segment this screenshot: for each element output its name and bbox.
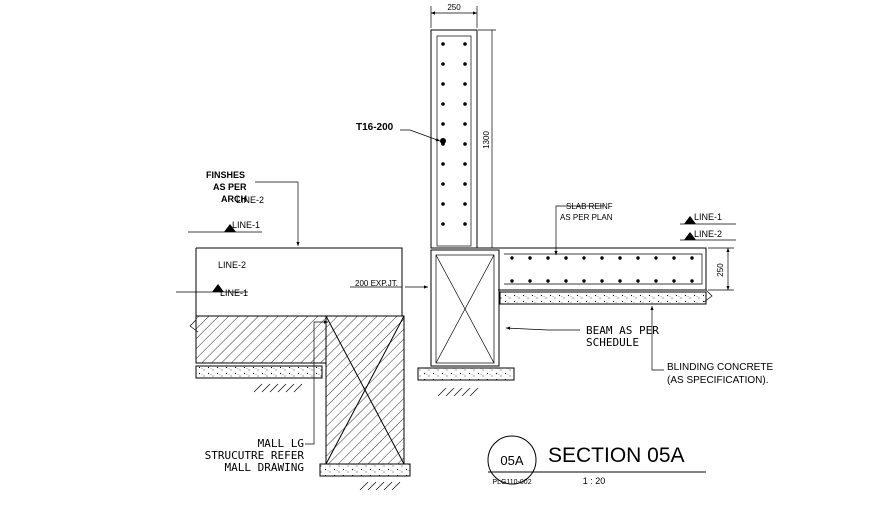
rebar-dot [441,182,445,186]
rebar-dot [600,256,604,260]
mall-line-3: MALL DRAWING [225,461,304,474]
section-title: SECTION 05A [548,444,685,467]
rebar-dot [463,122,467,126]
rebar-dot [546,279,550,283]
slab-reinf-line-2: AS PER PLAN [560,213,613,222]
level-markers [176,216,736,293]
finishes-line-3: ARCH [221,194,247,204]
sheet-number: PLG110-002 [492,479,531,486]
rebar-dot [618,279,622,283]
rebar-dot [672,279,676,283]
annotation-finishes: FINSHES AS PER ARCH LINE-2 [206,170,264,205]
label-line1-left-top: LINE-1 [232,220,260,230]
rebar-dot [463,42,467,46]
title-block: 05A PLG110-002 SECTION 05A 1 : 20 [487,435,706,486]
slab-rebar-dots [510,256,694,283]
rebar-dot [440,138,446,144]
label-line1-right: LINE-1 [694,212,722,222]
rebar-dot [463,222,467,226]
beam [417,249,515,397]
rebar-dot [618,256,622,260]
rebar-dot [510,279,514,283]
rebar-dot [582,256,586,260]
mall-structure [195,315,411,491]
wall-rebar-dots [440,42,467,226]
section-tag: 05A [500,453,523,468]
rebar-dot [690,279,694,283]
mall-line-2: STRUCUTRE REFER [205,449,305,462]
rebar-dot [510,256,514,260]
dim-wall-height-label: 1300 [482,131,491,149]
dim-slab-thickness: 250 [708,247,734,291]
retaining-wall [430,29,498,249]
rebar-dot [528,279,532,283]
finishes-line-2: AS PER [213,182,247,192]
rebar-dot [441,162,445,166]
mall-line-1: MALL LG [258,437,304,450]
dim-wall-width-label: 250 [447,3,461,12]
rebar-dot [441,222,445,226]
rebar-dot [441,82,445,86]
finishes-line-1: FINSHES [206,170,245,180]
rebar-dot [636,279,640,283]
label-exp-jt: 200 EXP.JT. [355,279,398,288]
rebar-dot [654,256,658,260]
rebar-dot [441,42,445,46]
label-line2-left: LINE-2 [218,260,246,270]
rebar-dot [441,122,445,126]
dim-slab-thickness-label: 250 [716,263,725,277]
slab-reinf-line-1: SLAB REINF [566,202,613,211]
rebar-dot [672,256,676,260]
label-line1-left-bottom: LINE-1 [220,288,248,298]
rebar-dot [654,279,658,283]
left-slab [189,247,403,333]
rebar-dot [546,256,550,260]
dim-wall-width: 250 [430,3,478,28]
rebar-dot [690,256,694,260]
rebar-dot [441,102,445,106]
beam-line-2: SCHEDULE [586,336,639,349]
rebar-dot [463,102,467,106]
rebar-dot [564,279,568,283]
dim-wall-height: 1300 [478,29,496,248]
blinding-line-1: BLINDING CONCRETE [667,362,773,373]
beam-line-1: BEAM AS PER [586,324,659,337]
rebar-dot [463,142,467,146]
rebar-dot [463,62,467,66]
rebar-dot [463,162,467,166]
leaders [255,129,664,445]
rebar-dot [441,202,445,206]
rebar-dot [636,256,640,260]
rebar-dot [463,182,467,186]
rebar-dot [600,279,604,283]
label-t16: T16-200 [356,122,394,133]
scale-label: 1 : 20 [583,476,606,486]
rebar-dot [564,256,568,260]
new-slab [498,247,713,305]
rebar-dot [463,82,467,86]
label-line2-right: LINE-2 [694,229,722,239]
rebar-dot [441,62,445,66]
finishes-line-2-label: LINE-2 [236,195,264,205]
blinding-line-2: (AS SPECIFICATION). [667,375,769,386]
rebar-dot [463,202,467,206]
rebar-dot [528,256,532,260]
rebar-dot [582,279,586,283]
